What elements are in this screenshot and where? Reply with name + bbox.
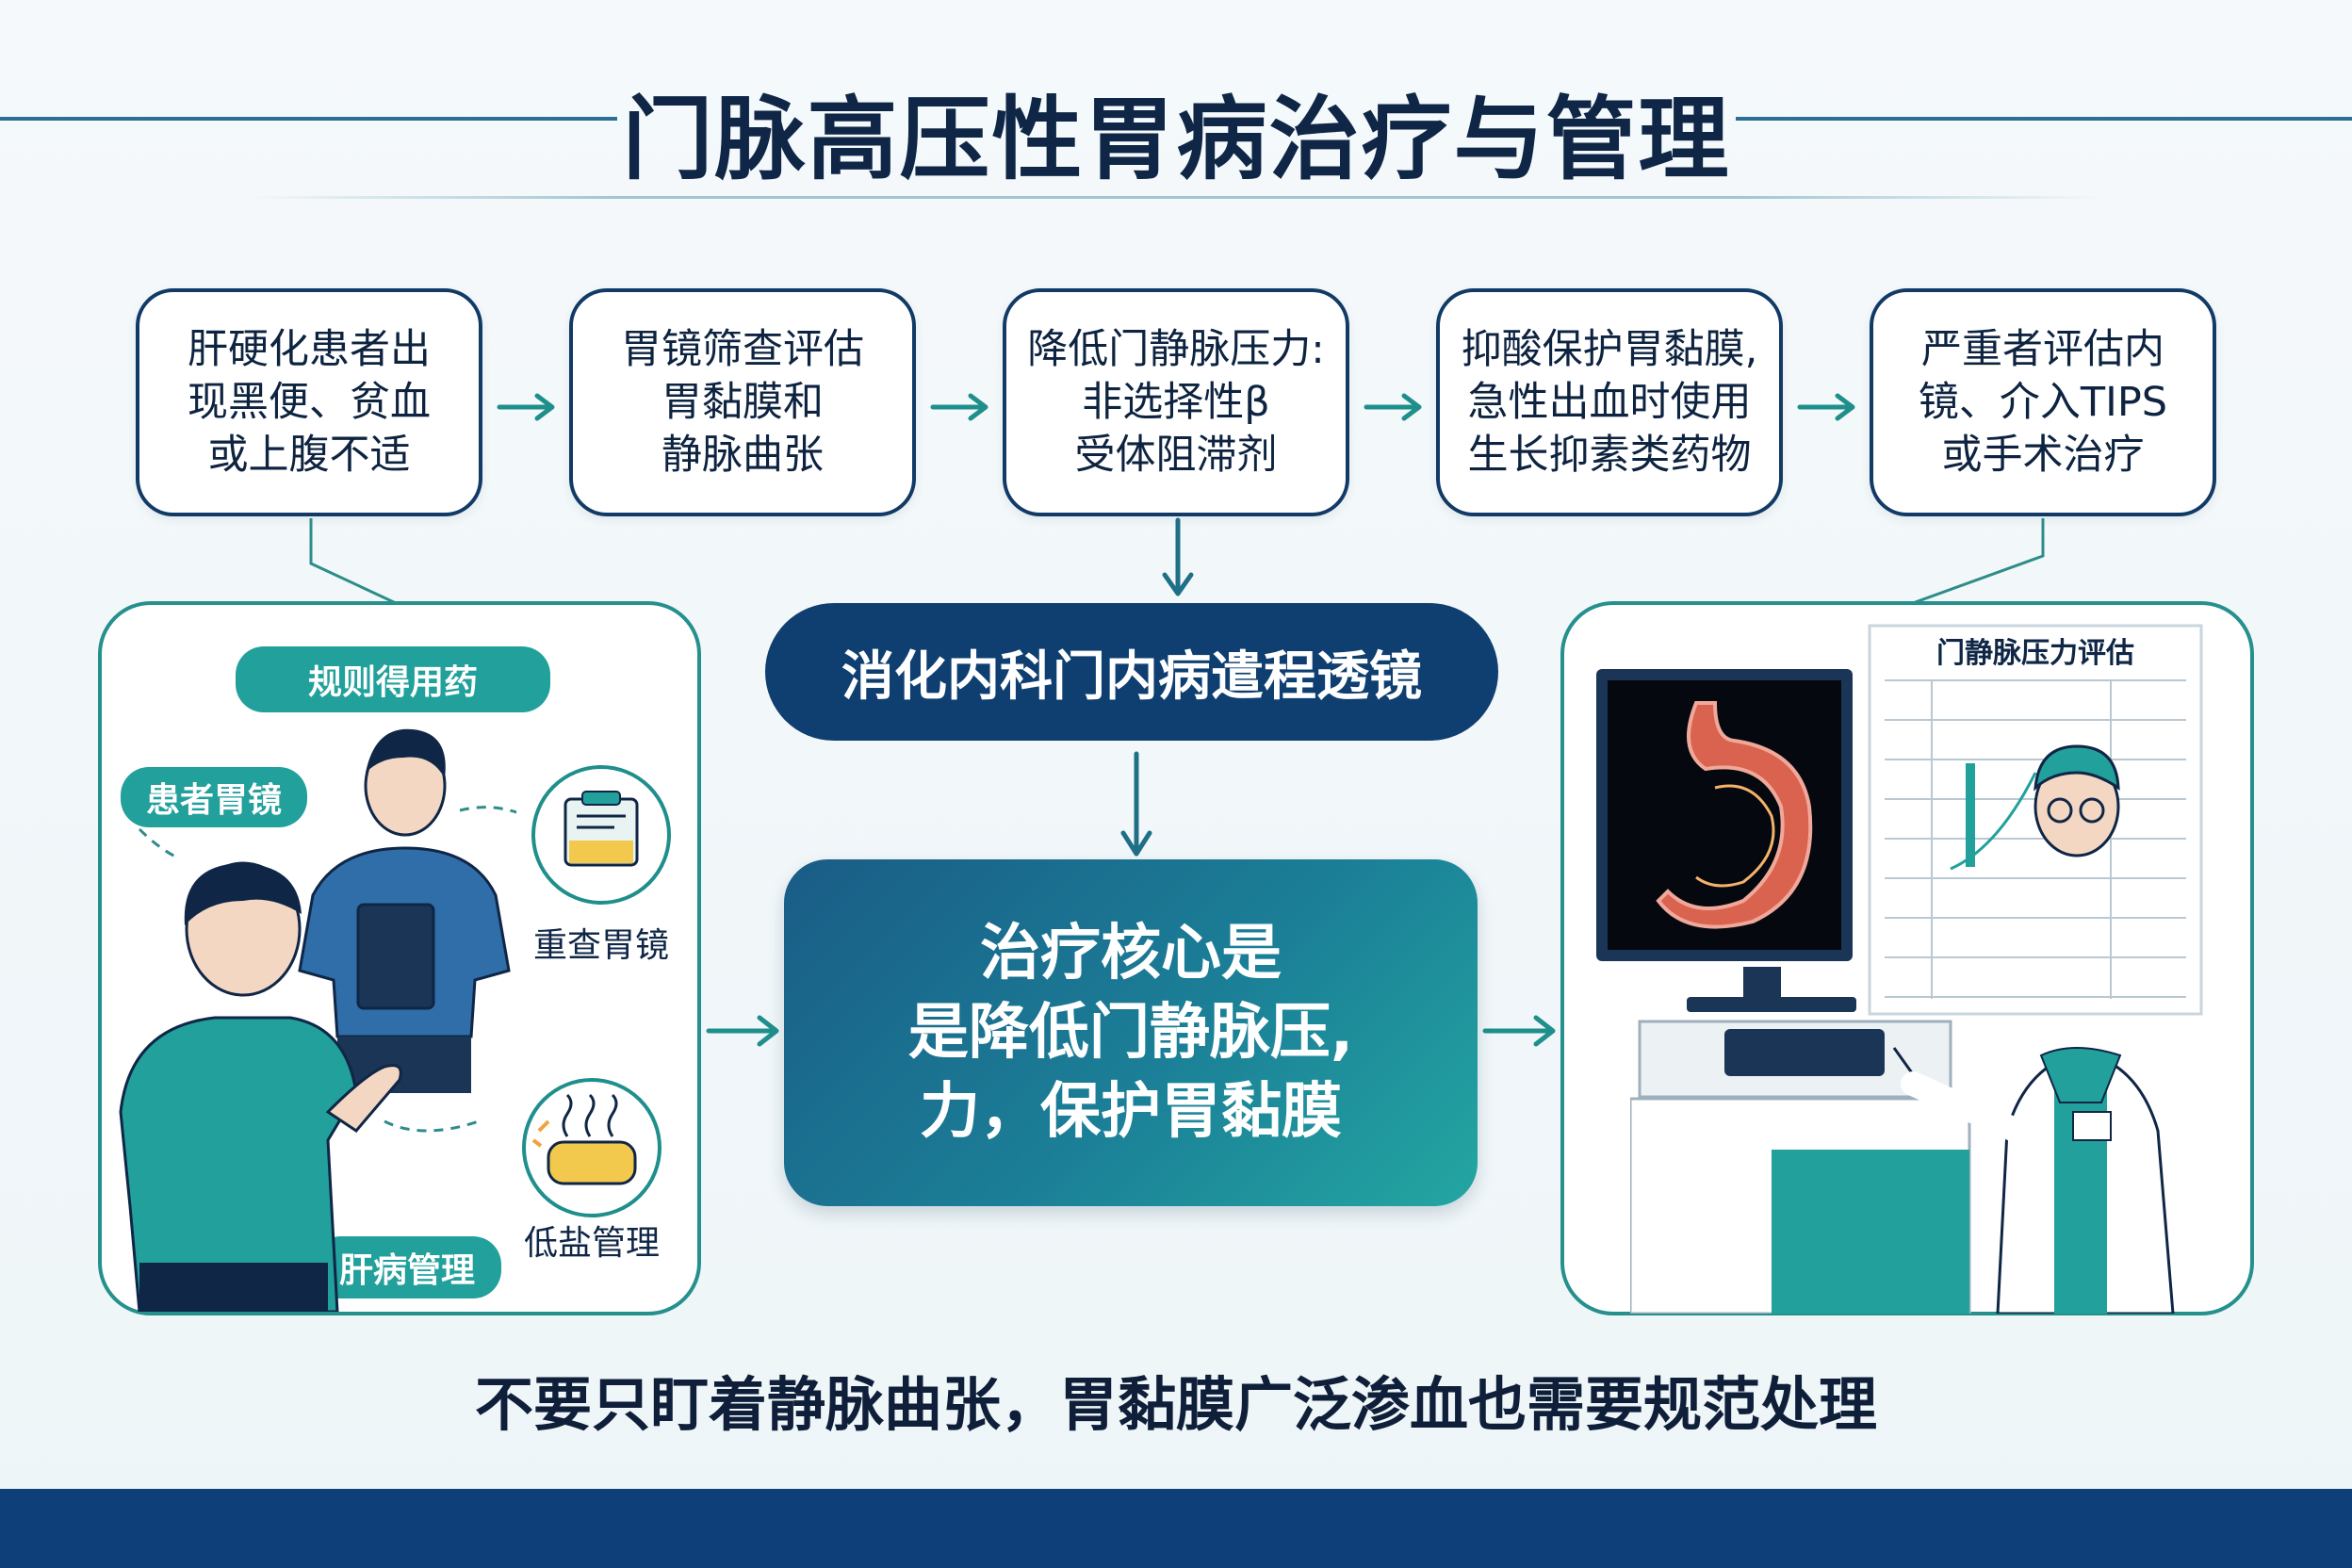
- step-box-5: 严重者评估内 镜、介入TIPS 或手术治疗: [1870, 288, 2216, 516]
- subtitle-divider: [245, 196, 2107, 199]
- patient-endoscopy-tag: 患者胃镜: [121, 767, 307, 827]
- title-divider-right: [1736, 117, 2352, 121]
- step-5-text: 严重者评估内 镜、介入TIPS 或手术治疗: [1918, 326, 2168, 479]
- step-box-1: 肝硬化患者出 现黑便、贫血 或上腹不适: [136, 288, 482, 516]
- step-box-2: 胃镜筛查评估 胃黏膜和 静脉曲张: [569, 288, 916, 516]
- arrow-right-icon: [1797, 393, 1855, 421]
- core-text: 治疗核心是 是降低门静脉压, 力，保护胃黏膜: [907, 919, 1354, 1147]
- page-title: 门脉高压性胃病治疗与管理: [622, 87, 1731, 192]
- doctor-head: [2034, 744, 2120, 858]
- title-divider-left: [0, 117, 617, 121]
- icon-label-endoscopy: 重查胃镜: [532, 926, 669, 965]
- footer-note: 不要只盯着静脉曲张，胃黏膜广泛渗血也需要规范处理: [474, 1370, 1877, 1439]
- medication-tag: 规则得用药: [236, 646, 550, 712]
- step-3-text: 降低门静脉压力: 非选择性β 受体阻滞剂: [1027, 326, 1325, 479]
- department-pill: 消化内科门内病遣程透镜: [765, 603, 1498, 741]
- core-treatment-box: 治疗核心是 是降低门静脉压, 力，保护胃黏膜: [784, 859, 1478, 1206]
- step-box-4: 抑酸保护胃黏膜, 急性出血时使用 生长抑素类药物: [1436, 288, 1783, 516]
- liver-management-tag: 肝病管理: [313, 1236, 501, 1298]
- clipboard-icon: [531, 765, 671, 905]
- icon-label-low-salt: 低盐管理: [523, 1224, 660, 1263]
- step-1-text: 肝硬化患者出 现黑便、贫血 或上腹不适: [188, 326, 431, 479]
- step-2-text: 胃镜筛查评估 胃黏膜和 静脉曲张: [621, 326, 864, 479]
- endoscopy-monitor-icon: [1596, 669, 1853, 961]
- doctor-patient-illustration: [119, 728, 516, 1312]
- arrow-right-icon: [497, 393, 555, 421]
- bottom-bar: [0, 1489, 2352, 1568]
- chart-title: 门静脉压力评估: [1936, 637, 2134, 670]
- arrow-right-icon: [1364, 393, 1422, 421]
- pressure-chart-board: [1868, 624, 2203, 1016]
- salt-food-icon: [522, 1078, 662, 1217]
- doctor-illustration: [1630, 967, 2175, 1314]
- step-4-text: 抑酸保护胃黏膜, 急性出血时使用 生长抑素类药物: [1461, 326, 1758, 479]
- step-box-3: 降低门静脉压力: 非选择性β 受体阻滞剂: [1003, 288, 1349, 516]
- arrow-right-icon: [930, 393, 988, 421]
